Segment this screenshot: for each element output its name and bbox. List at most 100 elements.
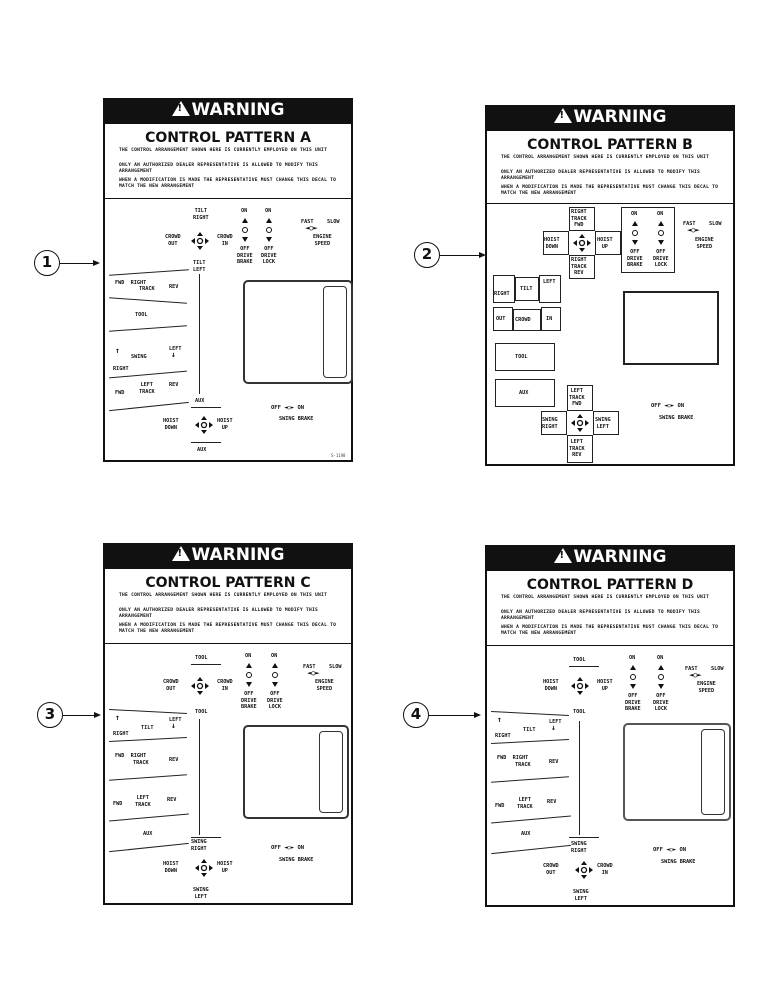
b-swing-cross-icon	[571, 414, 589, 432]
b-aux-box	[495, 379, 555, 407]
c-joystick-cross-icon	[191, 677, 209, 695]
d-off-drive-brake-label: OFF DRIVE BRAKE	[625, 693, 641, 712]
b-right-track-rev-box	[569, 255, 595, 279]
b-tilt-box	[515, 277, 539, 301]
b-off-drive-lock-label: OFF DRIVE LOCK	[653, 249, 669, 268]
b-tilt-label: TILT	[520, 286, 533, 292]
pattern-b-notice-3: WHEN A MODIFICATION IS MADE THE REPRESEN…	[501, 185, 719, 196]
a-left-track-label: LEFT TRACK	[139, 382, 155, 395]
callout-2-leader	[440, 252, 486, 258]
c-on-label-1: ON	[245, 653, 252, 659]
c-left-track-label: LEFT TRACK	[135, 795, 151, 808]
warning-word-a: WARNING	[191, 100, 285, 120]
callout-2-number: 2	[421, 245, 433, 263]
b-hoist-down-label: HOIST DOWN	[544, 237, 560, 250]
d-line-3	[491, 776, 569, 783]
warning-triangle-icon	[171, 546, 190, 561]
d-engine-speed-label: ENGINE SPEED	[697, 681, 716, 694]
d-line-1	[491, 710, 569, 717]
d-fast-label: FAST	[685, 666, 698, 672]
pattern-a-notice-3: WHEN A MODIFICATION IS MADE THE REPRESEN…	[119, 178, 337, 189]
d-drive-brake-switch-icon	[630, 665, 636, 689]
warning-triangle-icon	[553, 548, 572, 563]
b-left-track-rev-box	[567, 435, 593, 463]
callout-1: 1	[34, 250, 60, 276]
b-slow-label: SLOW	[709, 221, 722, 227]
c-drive-lock-switch-icon	[272, 663, 278, 687]
b-aux-label: AUX	[519, 390, 529, 396]
b-left-label: LEFT	[543, 279, 556, 285]
d-column-line	[579, 721, 580, 835]
pattern-c-notice-1: THE CONTROL ARRANGEMENT SHOWN HERE IS CU…	[119, 593, 328, 598]
a-slow-label: SLOW	[327, 219, 340, 225]
b-hoist-up-label: HOIST UP	[597, 237, 613, 250]
d-crowd-cross-icon	[575, 861, 593, 879]
a-off-drive-brake-label: OFF DRIVE BRAKE	[237, 246, 253, 265]
pattern-d-notice-3: WHEN A MODIFICATION IS MADE THE REPRESEN…	[501, 625, 719, 636]
b-out-label: OUT	[496, 316, 506, 322]
pattern-b-notice-2: ONLY AN AUTHORIZED DEALER REPRESENTATIVE…	[501, 170, 701, 181]
c-off-drive-lock-label: OFF DRIVE LOCK	[267, 691, 283, 710]
d-drive-lock-switch-icon	[658, 665, 664, 689]
a-track-line	[109, 269, 189, 276]
a-line-2	[109, 297, 187, 304]
decal-pattern-b: CONTROL PATTERN B THE CONTROL ARRANGEMEN…	[485, 129, 735, 466]
callout-4-leader	[429, 712, 481, 718]
c-hoist-cross-icon	[195, 859, 213, 877]
a-tool-label: TOOL	[135, 312, 148, 318]
d-tool-bottom-label: TOOL	[573, 709, 586, 715]
callout-3-number: 3	[44, 705, 56, 723]
c-rev-left-label: REV	[167, 797, 177, 803]
callout-2: 2	[414, 242, 440, 268]
b-operator-seat-outline	[623, 291, 719, 365]
a-aux-bottom-label: AUX	[197, 447, 207, 453]
c-fwd-left-label: FWD	[113, 801, 123, 807]
c-swing-right-label: SWING RIGHT	[191, 839, 207, 852]
pattern-b-notice-1: THE CONTROL ARRANGEMENT SHOWN HERE IS CU…	[501, 155, 710, 160]
a-fwd-left-label: FWD	[115, 390, 125, 396]
b-swing-brake-label: SWING BRAKE	[659, 415, 694, 421]
pattern-b-title: CONTROL PATTERN B	[527, 137, 693, 153]
c-engine-speed-label: ENGINE SPEED	[315, 679, 334, 692]
b-swing-left-box	[593, 411, 619, 435]
decal-pattern-a: CONTROL PATTERN A THE CONTROL ARRANGEMEN…	[103, 122, 353, 462]
c-tilt-label: TILT	[141, 725, 154, 731]
a-hoist-up-label: HOIST UP	[217, 418, 233, 431]
b-switch-box	[621, 207, 675, 273]
c-tool-line-top	[191, 664, 221, 665]
c-tool-bottom-label: TOOL	[195, 709, 208, 715]
b-on-label-1: ON	[631, 211, 638, 217]
b-tool-box	[495, 343, 555, 371]
c-line-1	[109, 708, 187, 715]
d-line-4	[491, 815, 571, 824]
b-crowd-box	[513, 309, 541, 331]
pattern-d-divider	[487, 645, 733, 646]
b-right-track-rev-label: RIGHT TRACK REV	[571, 257, 587, 276]
b-swing-right-label: SWING RIGHT	[542, 417, 558, 430]
a-column-line	[199, 274, 200, 394]
warning-word-d: WARNING	[573, 547, 667, 567]
b-crowd-label: CROWD	[515, 317, 531, 323]
callout-1-leader	[60, 260, 100, 266]
pattern-c-notice-2: ONLY AN AUTHORIZED DEALER REPRESENTATIVE…	[119, 608, 319, 619]
a-part-code: S-1198	[331, 453, 346, 458]
a-swing-label: SWING	[131, 354, 147, 360]
d-swing-line-top	[569, 837, 599, 838]
a-on-label-1: ON	[241, 208, 248, 214]
b-right-label: RIGHT	[494, 291, 510, 297]
c-column-line	[199, 719, 200, 835]
a-on-label-2: ON	[265, 208, 272, 214]
a-fast-label: FAST	[301, 219, 314, 225]
a-hoist-line-top	[191, 407, 221, 408]
warning-triangle-icon	[553, 108, 572, 123]
warning-triangle-icon	[171, 101, 190, 116]
d-swing-brake-label: SWING BRAKE	[661, 859, 696, 865]
d-left-track-label: LEFT TRACK	[517, 797, 533, 810]
callout-4-number: 4	[410, 705, 422, 723]
d-off-drive-lock-label: OFF DRIVE LOCK	[653, 693, 669, 712]
pattern-a-divider	[105, 198, 351, 199]
d-tilt-label: TILT	[523, 727, 536, 733]
d-tool-top-label: TOOL	[573, 657, 586, 663]
d-slow-label: SLOW	[711, 666, 724, 672]
warning-banner-d: WARNING	[485, 545, 735, 570]
